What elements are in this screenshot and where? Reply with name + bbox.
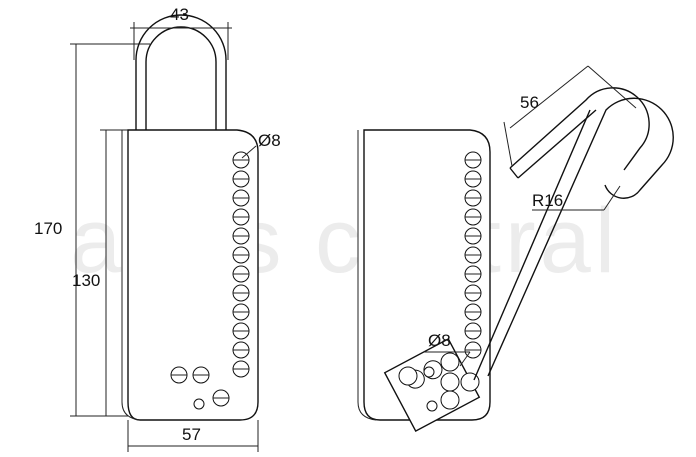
dim-hook-radius: R16: [532, 191, 563, 210]
left-hole-column: [232, 151, 250, 378]
left-dimensions: 43 170 130 57 Ø8: [34, 5, 281, 452]
hook-end-cap: [509, 167, 519, 179]
small-hole: [193, 398, 205, 410]
left-shackle-outer: [135, 14, 227, 130]
hook-inner-edge: [517, 109, 597, 179]
dim-hole-diameter-top: Ø8: [258, 131, 281, 150]
right-view-lockout-box: [357, 87, 674, 432]
dim-shackle-width: 43: [170, 5, 189, 24]
leader-plate-hole-arrow: [459, 351, 471, 367]
hook-shackle-tip: [509, 87, 650, 171]
dim-overall-height: 170: [34, 219, 62, 238]
left-body-corner-edge: [121, 401, 141, 421]
plate-hole: [398, 366, 418, 386]
plate-hole: [440, 352, 460, 372]
right-body-corner-edge: [357, 401, 377, 421]
dim-body-width: 57: [182, 425, 201, 444]
left-view-lockout-box: [121, 14, 259, 421]
right-dimensions: 56 R16 Ø8: [424, 65, 637, 367]
left-body-outline: [127, 129, 259, 421]
ext-line-hook-top: [587, 65, 637, 109]
left-shackle-inner: [145, 26, 217, 130]
right-hole-column: [464, 151, 482, 359]
plate-small-hole: [426, 400, 438, 412]
dim-hook-length: 56: [520, 93, 539, 112]
leader-hook-radius-arrow: [603, 185, 621, 211]
left-bottom-holes: [170, 366, 230, 410]
hook-shackle-inner: [473, 109, 591, 381]
dim-line-hook-length: [509, 65, 589, 129]
leader-hole-top: [241, 145, 257, 159]
dim-hole-diameter-plate: Ø8: [428, 331, 451, 350]
hook-shackle-outer: [487, 97, 674, 377]
plate-small-hole: [423, 366, 435, 378]
ext-line-hook-end: [503, 121, 513, 167]
plate-hole: [440, 372, 460, 392]
dim-body-height: 130: [72, 271, 100, 290]
right-body-outline: [363, 129, 491, 421]
plate-hole: [440, 390, 460, 410]
